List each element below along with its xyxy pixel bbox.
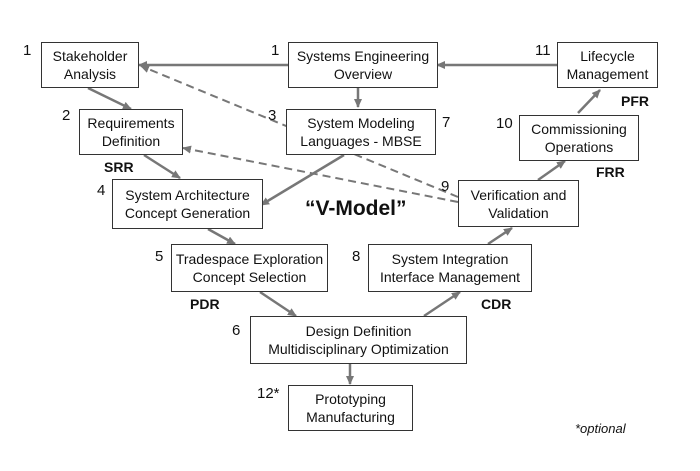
review-label-pfr: PFR (621, 93, 649, 109)
review-label-cdr: CDR (481, 296, 512, 312)
diagram-title: “V-Model” (305, 197, 407, 220)
arrow-tradespace-to-design (259, 290, 297, 318)
box-system-integration: System Integration Interface Management (368, 244, 532, 292)
review-label-frr: FRR (596, 164, 625, 180)
step-number-stakeholder: 1 (23, 42, 32, 59)
dashed-verification-to-requirements (182, 145, 459, 203)
box-modeling-line2: Languages - MBSE (300, 133, 422, 149)
step-number-requirements: 2 (62, 107, 71, 124)
box-design-line2: Multidisciplinary Optimization (268, 341, 449, 357)
step-number-modeling-left: 3 (268, 107, 277, 124)
box-system-modeling-mbse: System Modeling Languages - MBSE (286, 109, 436, 155)
step-number-prototyping: 12* (257, 385, 280, 402)
box-requirements-definition: Requirements Definition (79, 109, 183, 155)
footnote-optional: *optional (575, 421, 626, 436)
box-stakeholder-line1: Stakeholder (52, 48, 128, 64)
step-number-tradespace: 5 (155, 248, 164, 265)
box-commissioning-line2: Operations (544, 139, 614, 155)
step-number-overview: 1 (271, 42, 280, 59)
box-system-architecture: System Architecture Concept Generation (112, 179, 263, 229)
arrow-verification-to-commissioning (537, 159, 566, 182)
arrow-stakeholder-to-requirements (87, 86, 132, 111)
arrow-architecture-to-tradespace (207, 227, 236, 246)
step-number-commissioning: 10 (496, 115, 513, 132)
step-number-architecture: 4 (97, 182, 106, 199)
box-overview-line1: Systems Engineering (296, 48, 430, 64)
arrow-integration-to-verification (487, 226, 513, 246)
step-number-modeling-right: 7 (442, 114, 451, 131)
box-systems-engineering-overview: Systems Engineering Overview (288, 42, 438, 88)
box-verification-validation: Verification and Validation (458, 180, 579, 227)
box-architecture-line1: System Architecture (125, 187, 250, 203)
box-lifecycle-line1: Lifecycle (580, 48, 635, 64)
step-number-verification: 9 (441, 178, 450, 195)
box-design-line1: Design Definition (305, 323, 412, 339)
box-tradespace-line1: Tradespace Exploration (175, 251, 324, 267)
box-integration-line2: Interface Management (379, 269, 521, 285)
box-stakeholder-line2: Analysis (63, 66, 117, 82)
box-tradespace-line2: Concept Selection (192, 269, 307, 285)
box-modeling-line1: System Modeling (307, 115, 415, 131)
box-commissioning-operations: Commissioning Operations (519, 115, 639, 161)
box-tradespace-exploration: Tradespace Exploration Concept Selection (171, 244, 328, 292)
box-requirements-line2: Definition (101, 133, 161, 149)
arrow-design-to-integration (423, 290, 461, 318)
box-integration-line1: System Integration (391, 251, 509, 267)
box-verification-line1: Verification and (470, 186, 567, 203)
box-lifecycle-line2: Management (566, 66, 649, 82)
arrow-modeling-to-architecture (260, 153, 345, 207)
review-label-pdr: PDR (190, 296, 220, 312)
box-design-definition: Design Definition Multidisciplinary Opti… (250, 316, 467, 364)
box-overview-line2: Overview (333, 66, 393, 82)
box-lifecycle-management: Lifecycle Management (557, 42, 658, 88)
arrow-commissioning-to-lifecycle (577, 89, 601, 114)
step-number-lifecycle: 11 (535, 42, 551, 59)
step-number-integration: 8 (352, 248, 361, 265)
box-prototyping-line1: Prototyping (315, 391, 386, 407)
box-commissioning-line1: Commissioning (531, 121, 627, 137)
arrow-requirements-to-architecture (143, 153, 181, 180)
box-requirements-line1: Requirements (87, 115, 175, 131)
box-architecture-line2: Concept Generation (124, 205, 251, 221)
box-verification-line2: Validation (488, 204, 549, 221)
step-number-design: 6 (232, 322, 241, 339)
review-label-srr: SRR (104, 159, 134, 175)
box-prototyping-line2: Manufacturing (306, 409, 395, 425)
box-stakeholder-analysis: Stakeholder Analysis (41, 42, 139, 88)
box-prototyping-manufacturing: Prototyping Manufacturing (288, 385, 413, 431)
